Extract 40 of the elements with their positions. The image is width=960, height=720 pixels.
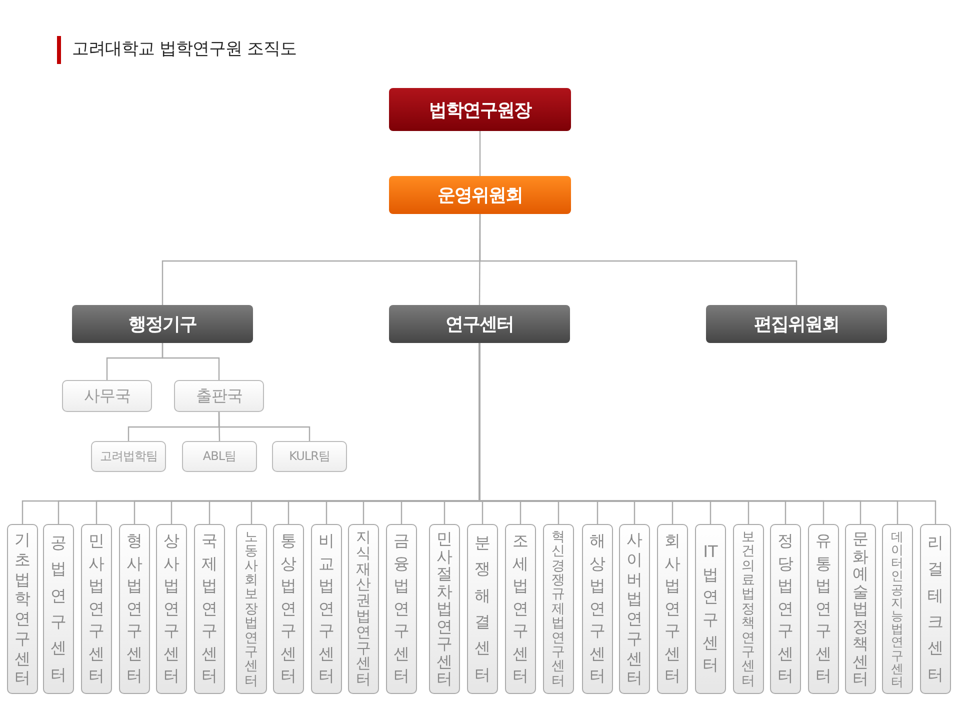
center-box: 상사법연구센터 [156,524,187,694]
committee-box: 운영위원회 [389,176,571,214]
center-box: 비교법연구센터 [311,524,342,694]
center-box: 사이버법연구센터 [619,524,650,694]
center-box: 민사법연구센터 [81,524,112,694]
center-box: IT법연구센터 [695,524,726,694]
connector-line [218,412,310,441]
center-box: 회사법연구센터 [657,524,688,694]
division-box: 행정기구 [72,305,253,343]
center-box: 국제법연구센터 [194,524,225,694]
division-box: 연구센터 [389,305,570,343]
center-box: 조세법연구센터 [505,524,536,694]
office-box: 출판국 [174,380,264,412]
center-box: 유통법연구센터 [808,524,839,694]
center-box: 해상법연구센터 [582,524,613,694]
center-box: 노동사회보장법연구센터 [236,524,267,694]
center-box: 정당법연구센터 [770,524,801,694]
center-box: 혁신경쟁규제법연구센터 [543,524,574,694]
center-box: 금융법연구센터 [386,524,417,694]
connector-line [479,131,481,176]
center-box: 문화예술법정책센터 [845,524,876,694]
center-box: 통상법연구센터 [273,524,304,694]
center-box: 형사법연구센터 [119,524,150,694]
center-box: 데이터인공지능법연구센터 [882,524,913,694]
division-box: 편집위원회 [706,305,887,343]
center-box: 민사절차법연구센터 [429,524,460,694]
center-box: 분쟁해결센터 [467,524,498,694]
title: 고려대학교 법학연구원 조직도 [72,38,296,60]
center-box: 공법연구센터 [43,524,74,694]
office-box: 사무국 [62,380,152,412]
center-box: 리걸테크센터 [920,524,951,694]
center-box: 지식재산권법연구센터 [348,524,379,694]
team-box: ABL팀 [182,441,257,472]
center-box: 보건의료법정책연구센터 [733,524,764,694]
connector-line [162,343,220,380]
team-box: 고려법학팀 [91,441,166,472]
connector-line [479,214,798,305]
team-box: KULR팀 [272,441,347,472]
director-box: 법학연구원장 [389,88,571,131]
center-box: 기초법학연구센터 [7,524,38,694]
